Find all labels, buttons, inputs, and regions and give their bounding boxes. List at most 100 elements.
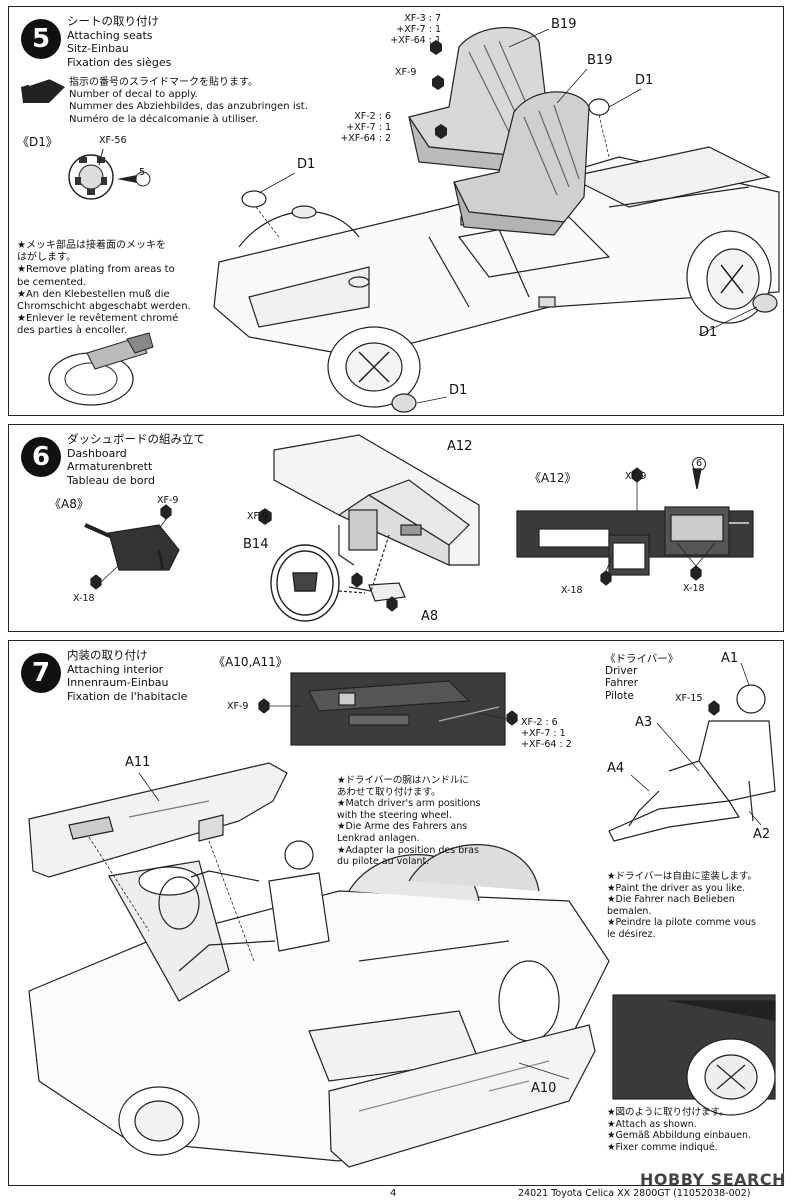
- driver-paint-note-de-2: bemalen.: [607, 905, 652, 917]
- a8-switch-detail: [84, 504, 180, 590]
- a10-a11-detail-header: 《A10,A11》: [213, 655, 288, 669]
- driver-detail-de: Fahrer: [605, 677, 639, 690]
- attach-note-fr: ★Fixer comme indiqué.: [607, 1141, 718, 1153]
- a8-detail-x18: X-18: [73, 593, 95, 604]
- arm-note-en-2: with the steering wheel.: [337, 809, 452, 821]
- attach-note-en: ★Attach as shown.: [607, 1118, 697, 1130]
- part-a3: A3: [635, 715, 653, 730]
- watermark: HOBBY SEARCH: [640, 1170, 786, 1189]
- driver-paint-note-en: ★Paint the driver as you like.: [607, 882, 746, 894]
- part-d1-front-wheel: D1: [449, 383, 468, 398]
- paint-mix-top: XF-3 : 7 +XF-7 : 1 +XF-64 : 1: [375, 13, 441, 46]
- part-a10: A10: [531, 1081, 557, 1096]
- a12-detail-x18-right: X-18: [683, 583, 705, 594]
- step-title-fr: Tableau de bord: [67, 473, 155, 487]
- step-title-de: Innenraum-Einbau: [67, 676, 169, 689]
- a12-detail-decal: 6: [692, 457, 706, 471]
- part-d1-top-right: D1: [635, 73, 654, 88]
- plating-note: ★メッキ部品は接着面のメッキを はがします。 ★Remove plating f…: [17, 240, 191, 338]
- decal-instruction-de: Nummer des Abziehbildes, das anzubringen…: [69, 101, 308, 113]
- plating-note-de-2: Chromschicht abgeschabt werden.: [17, 301, 191, 313]
- plating-note-fr-1: ★Enlever le revêtement chromé: [17, 313, 179, 325]
- step-5-panel: 5 シートの取り付け Attaching seats Sitz-Einbau F…: [8, 6, 784, 416]
- a12-dashboard-detail: [516, 467, 754, 586]
- a10-a11-paint-mix: XF-2 : 6 +XF-7 : 1 +XF-64 : 2: [521, 717, 572, 750]
- step-number-badge: 7: [21, 653, 61, 693]
- plating-note-ja-1: ★メッキ部品は接着面のメッキを: [17, 240, 166, 251]
- part-b14: B14: [243, 537, 269, 552]
- decal-instruction-ja: 指示の番号のスライドマークを貼ります。: [69, 77, 258, 88]
- step-6-illustration: [84, 434, 754, 622]
- arm-note-en-1: ★Match driver's arm positions: [337, 798, 481, 810]
- step-title-ja: シートの取り付け: [67, 14, 159, 28]
- step-number-badge: 6: [21, 437, 61, 477]
- a10-a11-paint-mix-3: +XF-64 : 2: [521, 739, 572, 750]
- b14-paint: XF-9: [247, 511, 269, 522]
- paint-mix-mid: XF-2 : 6 +XF-7 : 1 +XF-64 : 2: [321, 111, 391, 144]
- plating-note-de-1: ★An den Klebestellen muß die: [17, 288, 170, 300]
- step-title-en: Attaching interior: [67, 662, 164, 676]
- driver-paint-note-ja: ★ドライバーは自由に塗装します。: [607, 871, 757, 882]
- a8-part-drawing: [338, 572, 406, 612]
- driver-detail-header: 《ドライバー》 Driver Fahrer Pilote: [605, 653, 678, 702]
- arm-position-note: ★ドライバーの腕はハンドルに あわせて取り付けます。 ★Match driver…: [337, 775, 480, 868]
- model-code: 24021 Toyota Celica XX 2800GT (11052038-…: [518, 1188, 751, 1199]
- step-5-illustration: [21, 26, 780, 413]
- step-6-panel: 6 ダッシュボードの組み立て Dashboard Armaturenbrett …: [8, 424, 784, 632]
- step-title-ja: 内装の取り付け: [67, 648, 148, 662]
- step-title-de: Sitz-Einbau: [67, 42, 129, 55]
- driver-paint-note-de-1: ★Die Fahrer nach Belieben: [607, 894, 735, 906]
- paint-mix-top-3: +XF-64 : 1: [390, 35, 441, 46]
- part-a11: A11: [125, 755, 151, 770]
- leader-lines: [88, 662, 762, 1080]
- steering-wheel-b14: [258, 508, 340, 622]
- plating-note-fr-2: des parties à encoller.: [17, 325, 128, 337]
- driver-detail-en: Driver: [605, 665, 638, 678]
- arm-note-ja-2: あわせて取り付けます。: [337, 786, 441, 798]
- step-title: ダッシュボードの組み立て Dashboard Armaturenbrett Ta…: [67, 432, 205, 487]
- seat-b19-lower: [453, 91, 590, 236]
- chassis-drawing: [213, 146, 780, 408]
- a12-detail-x18-left: X-18: [561, 585, 583, 596]
- attach-note-de: ★Gemäß Abbildung einbauen.: [607, 1130, 752, 1142]
- driver-paint-note: ★ドライバーは自由に塗装します。 ★Paint the driver as yo…: [607, 871, 757, 941]
- plating-note-ja-2: はがします。: [17, 252, 76, 264]
- part-d1-left: D1: [297, 157, 316, 172]
- d1-wheel-cap-detail: [68, 148, 151, 200]
- door-panel-detail: [258, 672, 518, 746]
- d1-caps: [241, 98, 778, 413]
- a12-detail-paint: XF-9: [625, 471, 647, 482]
- driver-paint-note-fr-1: ★Peindre la pilote comme vous: [607, 917, 757, 929]
- part-a8: A8: [421, 609, 439, 624]
- a10-a11-paint-mix-1: XF-2 : 6: [521, 717, 558, 728]
- a8-detail-header: 《A8》: [49, 497, 89, 511]
- paint-xf9-label: XF-9: [395, 67, 417, 78]
- paint-mix-top-2: +XF-7 : 1: [396, 24, 441, 35]
- part-d1-right-wheel: D1: [699, 325, 718, 340]
- driver-detail-fr: Pilote: [605, 689, 634, 702]
- part-b19-lower: B19: [587, 53, 613, 68]
- decal-instruction: 指示の番号のスライドマークを貼ります。 Number of decal to a…: [69, 77, 308, 126]
- paint-mix-mid-2: +XF-7 : 1: [346, 122, 391, 133]
- step-title: シートの取り付け Attaching seats Sitz-Einbau Fix…: [67, 14, 171, 69]
- d1-detail-decal-number: 5: [139, 167, 146, 178]
- part-a12: A12: [447, 439, 473, 454]
- step-title-fr: Fixation de l'habitacle: [67, 689, 188, 703]
- a10-a11-detail-paint: XF-9: [227, 701, 249, 712]
- plating-note-en-2: be cemented.: [17, 276, 87, 288]
- arm-note-fr-1: ★Adapter la position des bras: [337, 844, 479, 856]
- driver-paint-note-fr-2: le désirez.: [607, 928, 656, 940]
- part-a2: A2: [753, 827, 771, 842]
- driver-detail-ja: 《ドライバー》: [605, 653, 679, 665]
- step-title-en: Attaching seats: [67, 28, 153, 42]
- step-7-panel: 7 内装の取り付け Attaching interior Innenraum-E…: [8, 640, 784, 1186]
- paint-mix-mid-3: +XF-64 : 2: [340, 133, 391, 144]
- decal-instruction-fr: Numéro de la décalcomanie à utiliser.: [69, 113, 259, 125]
- arm-note-ja-1: ★ドライバーの腕はハンドルに: [337, 775, 469, 786]
- step-number-badge: 5: [21, 19, 61, 59]
- side-panel-a10: [328, 1024, 596, 1168]
- arm-note-fr-2: du pilote au volant.: [337, 856, 430, 868]
- driver-paint: XF-15: [675, 693, 703, 704]
- step-title: 内装の取り付け Attaching interior Innenraum-Ein…: [67, 648, 188, 703]
- step-7-illustration: [28, 662, 776, 1168]
